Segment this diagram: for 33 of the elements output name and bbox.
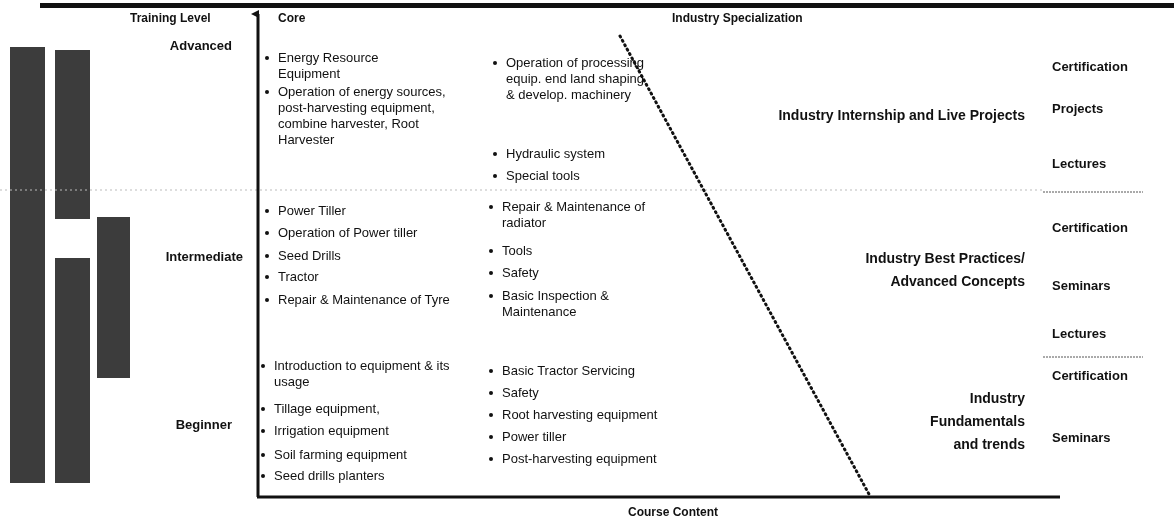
program-bar [97,217,130,378]
activity-label: Projects [1052,100,1104,118]
category-title: Industry Best Practices/ Advanced Concepts [864,249,1025,291]
program-bar [55,258,90,483]
column-heading: Industry Specialization [672,10,803,26]
level-label: Beginner [174,416,232,434]
bullet-item: Repair & Maintenance of Tyre [262,292,468,308]
activity-label: Certification [1052,367,1128,385]
bullet-item: Operation of processing equip. end land shaping & develop. machinery [490,55,646,103]
bullet-item: Energy Resource Equipment [262,50,428,82]
level-label: Intermediate [164,248,243,266]
activity-label: Seminars [1052,429,1111,447]
bullet-item: Basic Inspection & Maintenance [486,288,652,320]
bullet-item: Safety [486,385,702,401]
axis-title: Course Content [628,504,718,520]
activity-label: Certification [1052,219,1128,237]
bullet-item: Hydraulic system [490,146,656,162]
bullet-item: Introduction to equipment & its usage [258,358,479,390]
activity-label: Lectures [1052,155,1107,173]
category-title: Industry Internship and Live Projects [777,106,1025,125]
category-title: Industry Fundamentals and trends [929,389,1025,454]
bullet-item: Basic Tractor Servicing [486,363,702,379]
activity-label: Lectures [1052,325,1107,343]
level-label: Advanced [168,37,232,55]
program-bar [10,47,45,483]
program-bar [55,50,90,219]
activity-label: Seminars [1052,277,1111,295]
bullet-item: Seed drills planters [258,468,499,484]
column-heading: Core [278,10,306,26]
bullet-item: Operation of energy sources, post-harvesting equipment, combine harvester, Root Harvester [262,84,473,148]
axis-title: Training Level [130,10,211,26]
bullet-item: Special tools [490,168,656,184]
activity-label: Certification [1052,58,1128,76]
